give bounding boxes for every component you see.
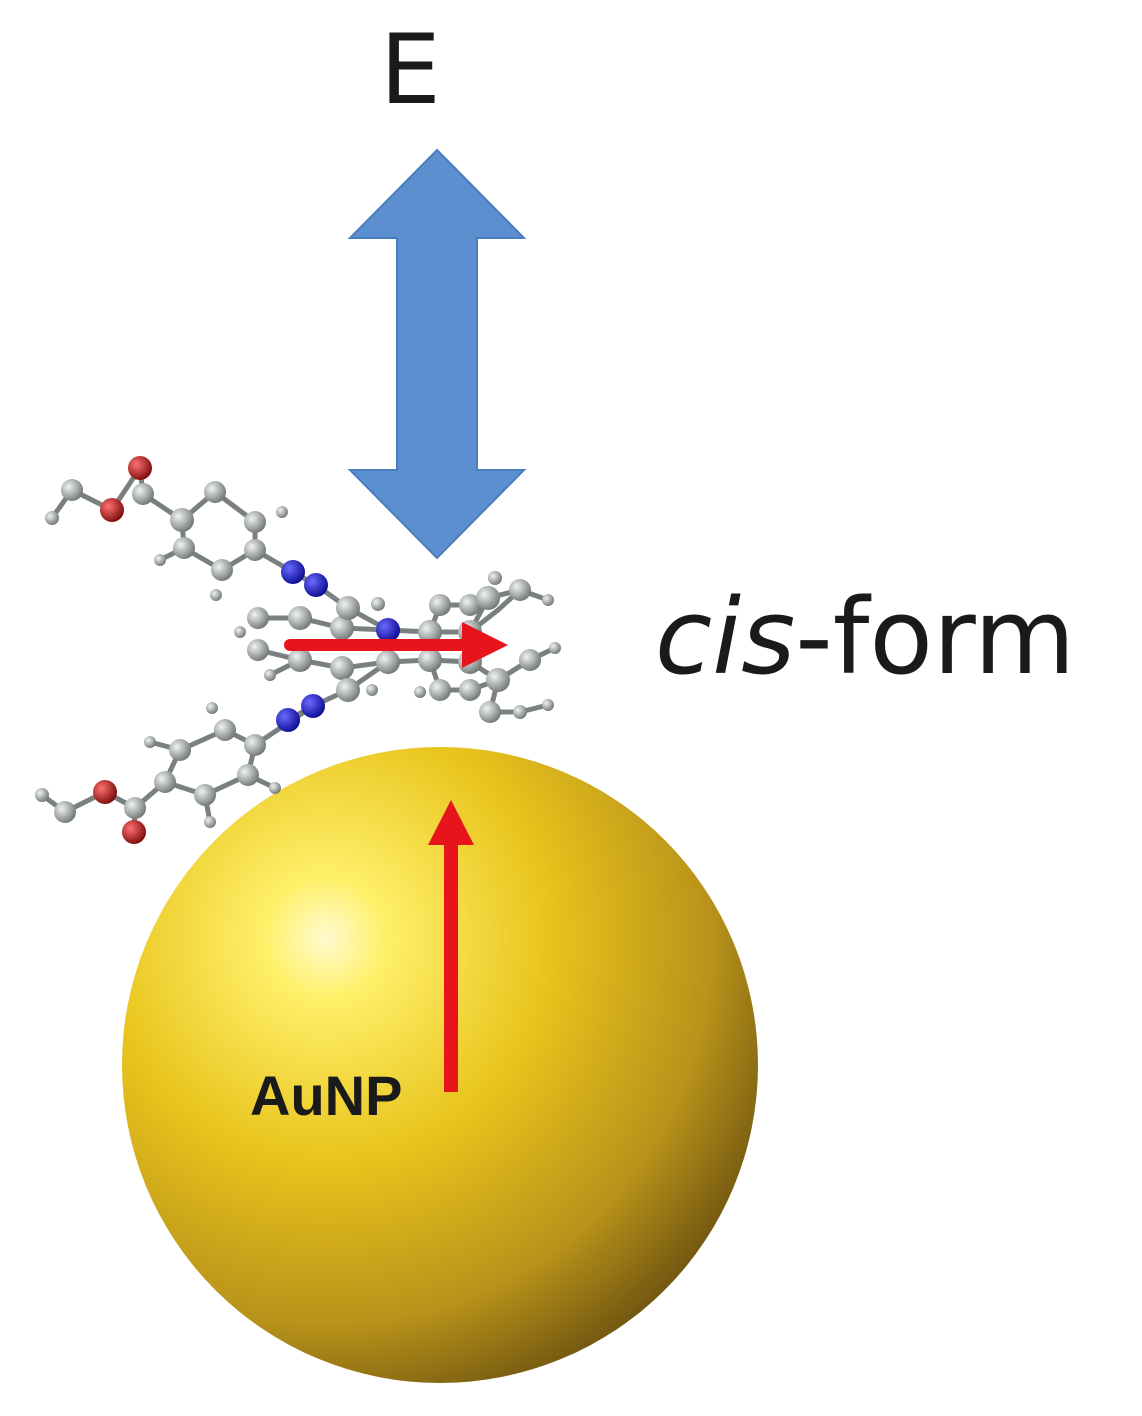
particle-label: AuNP bbox=[250, 1064, 403, 1127]
field-double-arrow-icon bbox=[347, 148, 527, 560]
gold-nanoparticle-sphere bbox=[122, 747, 758, 1383]
electric-field-label: E bbox=[380, 14, 441, 126]
molecule-form-suffix: -form bbox=[795, 576, 1076, 698]
particle-dipole-arrow-icon bbox=[428, 800, 474, 1092]
molecule-form-italic: cis bbox=[655, 576, 796, 698]
molecule-form-label: cis-form bbox=[655, 585, 1075, 689]
molecule-dipole-arrow-icon bbox=[284, 622, 508, 668]
